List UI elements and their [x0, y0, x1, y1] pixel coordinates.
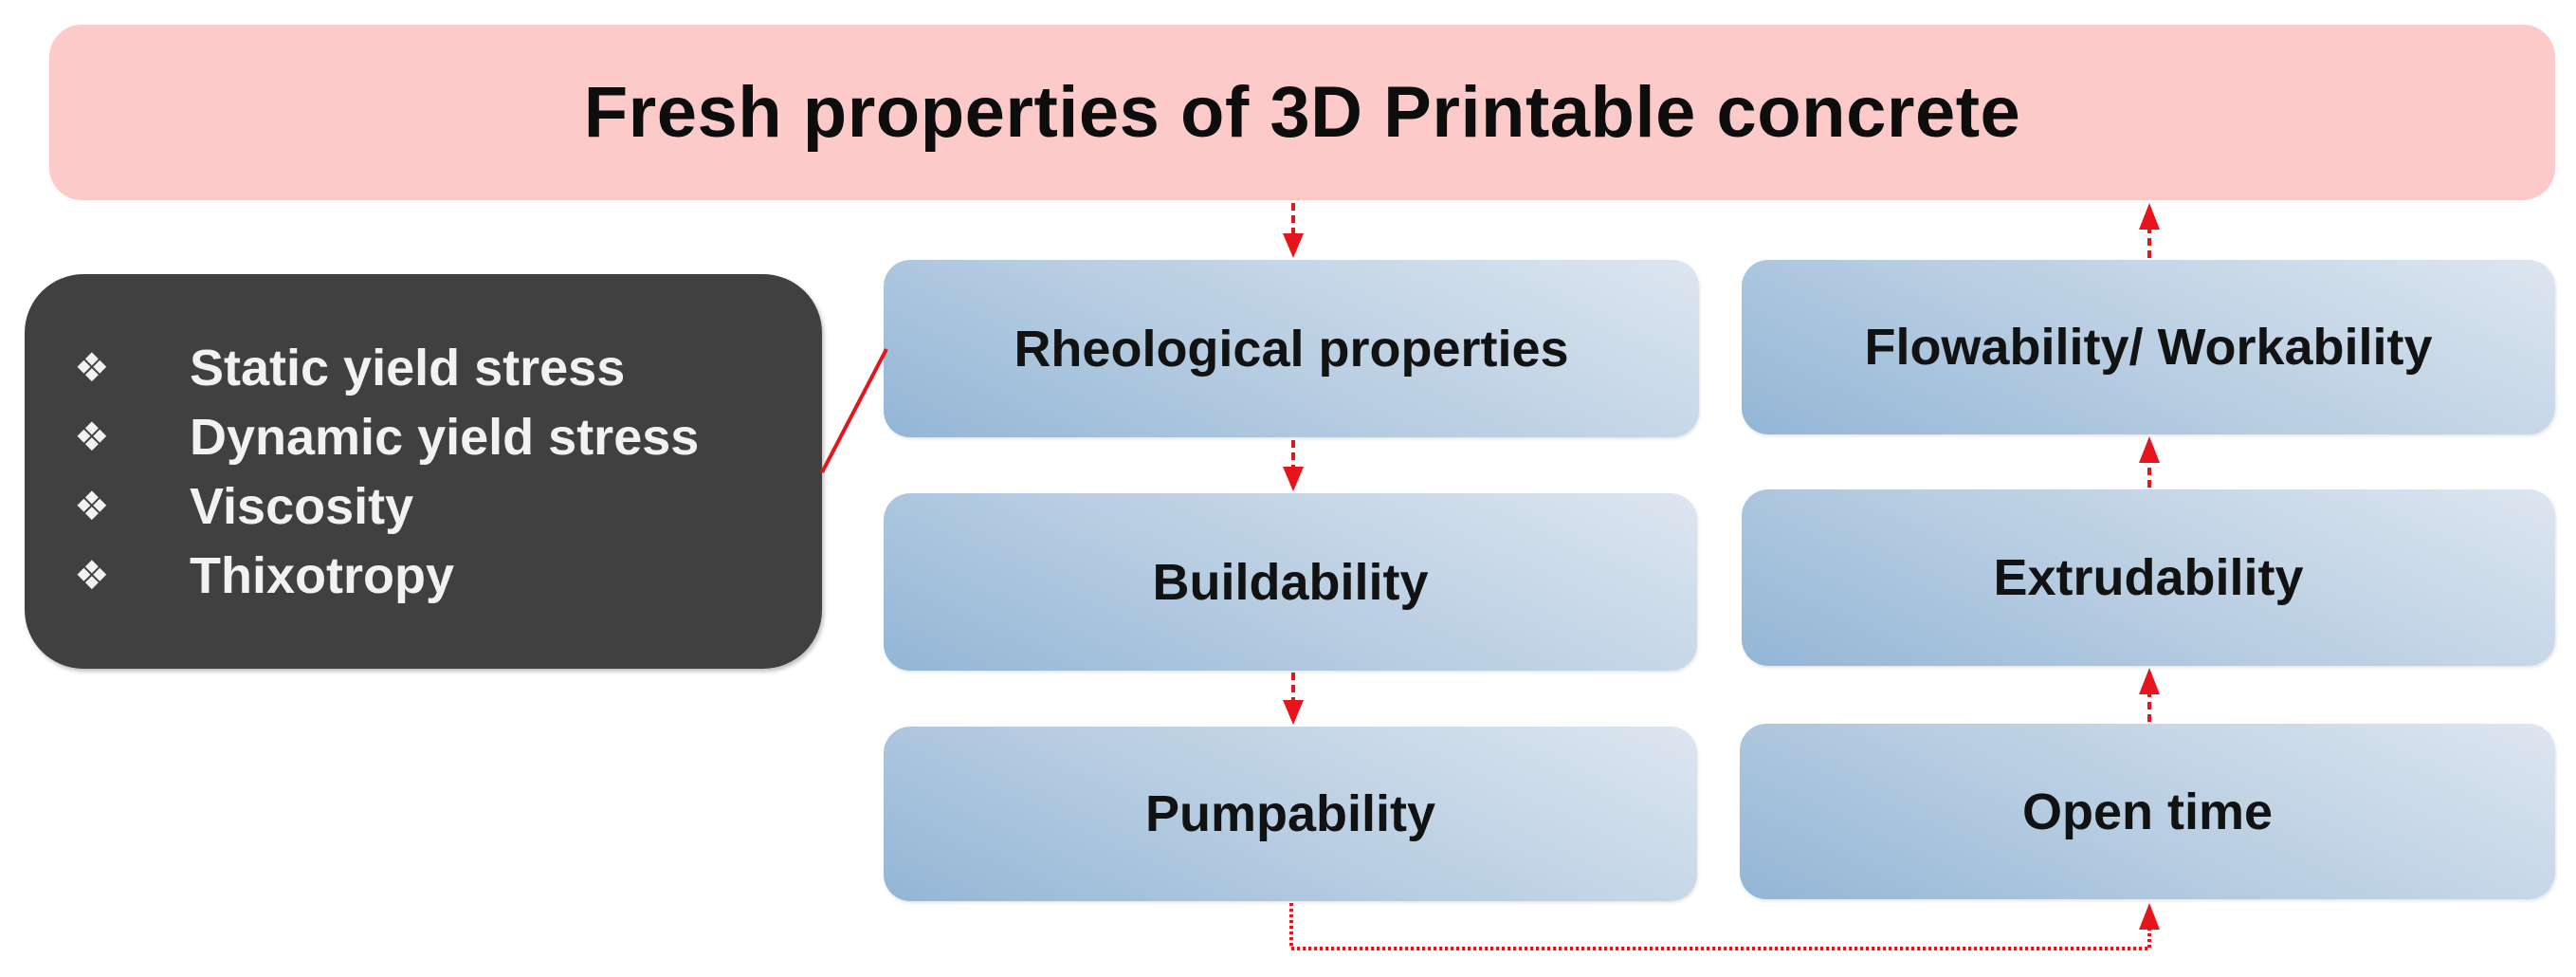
list-item: ❖ Static yield stress — [74, 333, 699, 402]
node-label: Open time — [2021, 783, 2274, 840]
node-label: Extrudability — [1993, 549, 2304, 606]
arrow-down-icon — [1283, 203, 1304, 258]
node-label: Flowability/ Workability — [1864, 319, 2433, 376]
diamond-bullet-icon: ❖ — [74, 345, 110, 390]
elbow-connector — [1289, 903, 2160, 950]
node-flowability-workability: Flowability/ Workability — [1742, 260, 2555, 434]
node-extrudability: Extrudability — [1742, 489, 2555, 666]
arrow-down-icon — [1283, 673, 1304, 725]
diamond-bullet-icon: ❖ — [74, 415, 110, 459]
node-pumpability: Pumpability — [884, 727, 1697, 901]
list-item-label: Static yield stress — [190, 339, 626, 396]
list-item-label: Thixotropy — [190, 546, 454, 604]
list-item: ❖ Dynamic yield stress — [74, 402, 699, 471]
list-item: ❖ Viscosity — [74, 471, 699, 541]
list-item-label: Dynamic yield stress — [190, 408, 700, 466]
list-item-label: Viscosity — [190, 477, 414, 535]
diamond-bullet-icon: ❖ — [74, 484, 110, 528]
arrow-up-icon — [2139, 903, 2160, 930]
arrow-up-icon — [2139, 668, 2160, 722]
rheology-details-list: ❖ Static yield stress ❖ Dynamic yield stre… — [74, 333, 699, 610]
node-label: Rheological properties — [1014, 320, 1569, 378]
arrow-up-icon — [2139, 203, 2160, 258]
node-buildability: Buildability — [884, 493, 1697, 671]
arrow-down-icon — [1283, 440, 1304, 491]
node-rheological-properties: Rheological properties — [884, 260, 1699, 437]
rheology-details-box: ❖ Static yield stress ❖ Dynamic yield stre… — [25, 274, 822, 669]
node-label: Buildability — [1152, 553, 1429, 611]
title-box: Fresh properties of 3D Printable concret… — [49, 25, 2555, 200]
diamond-bullet-icon: ❖ — [74, 553, 110, 598]
node-open-time: Open time — [1740, 724, 2555, 899]
list-item: ❖ Thixotropy — [74, 541, 699, 610]
connector-line — [820, 348, 888, 473]
arrow-up-icon — [2139, 436, 2160, 488]
node-label: Pumpability — [1144, 785, 1436, 842]
diagram-title: Fresh properties of 3D Printable concret… — [583, 72, 2021, 153]
